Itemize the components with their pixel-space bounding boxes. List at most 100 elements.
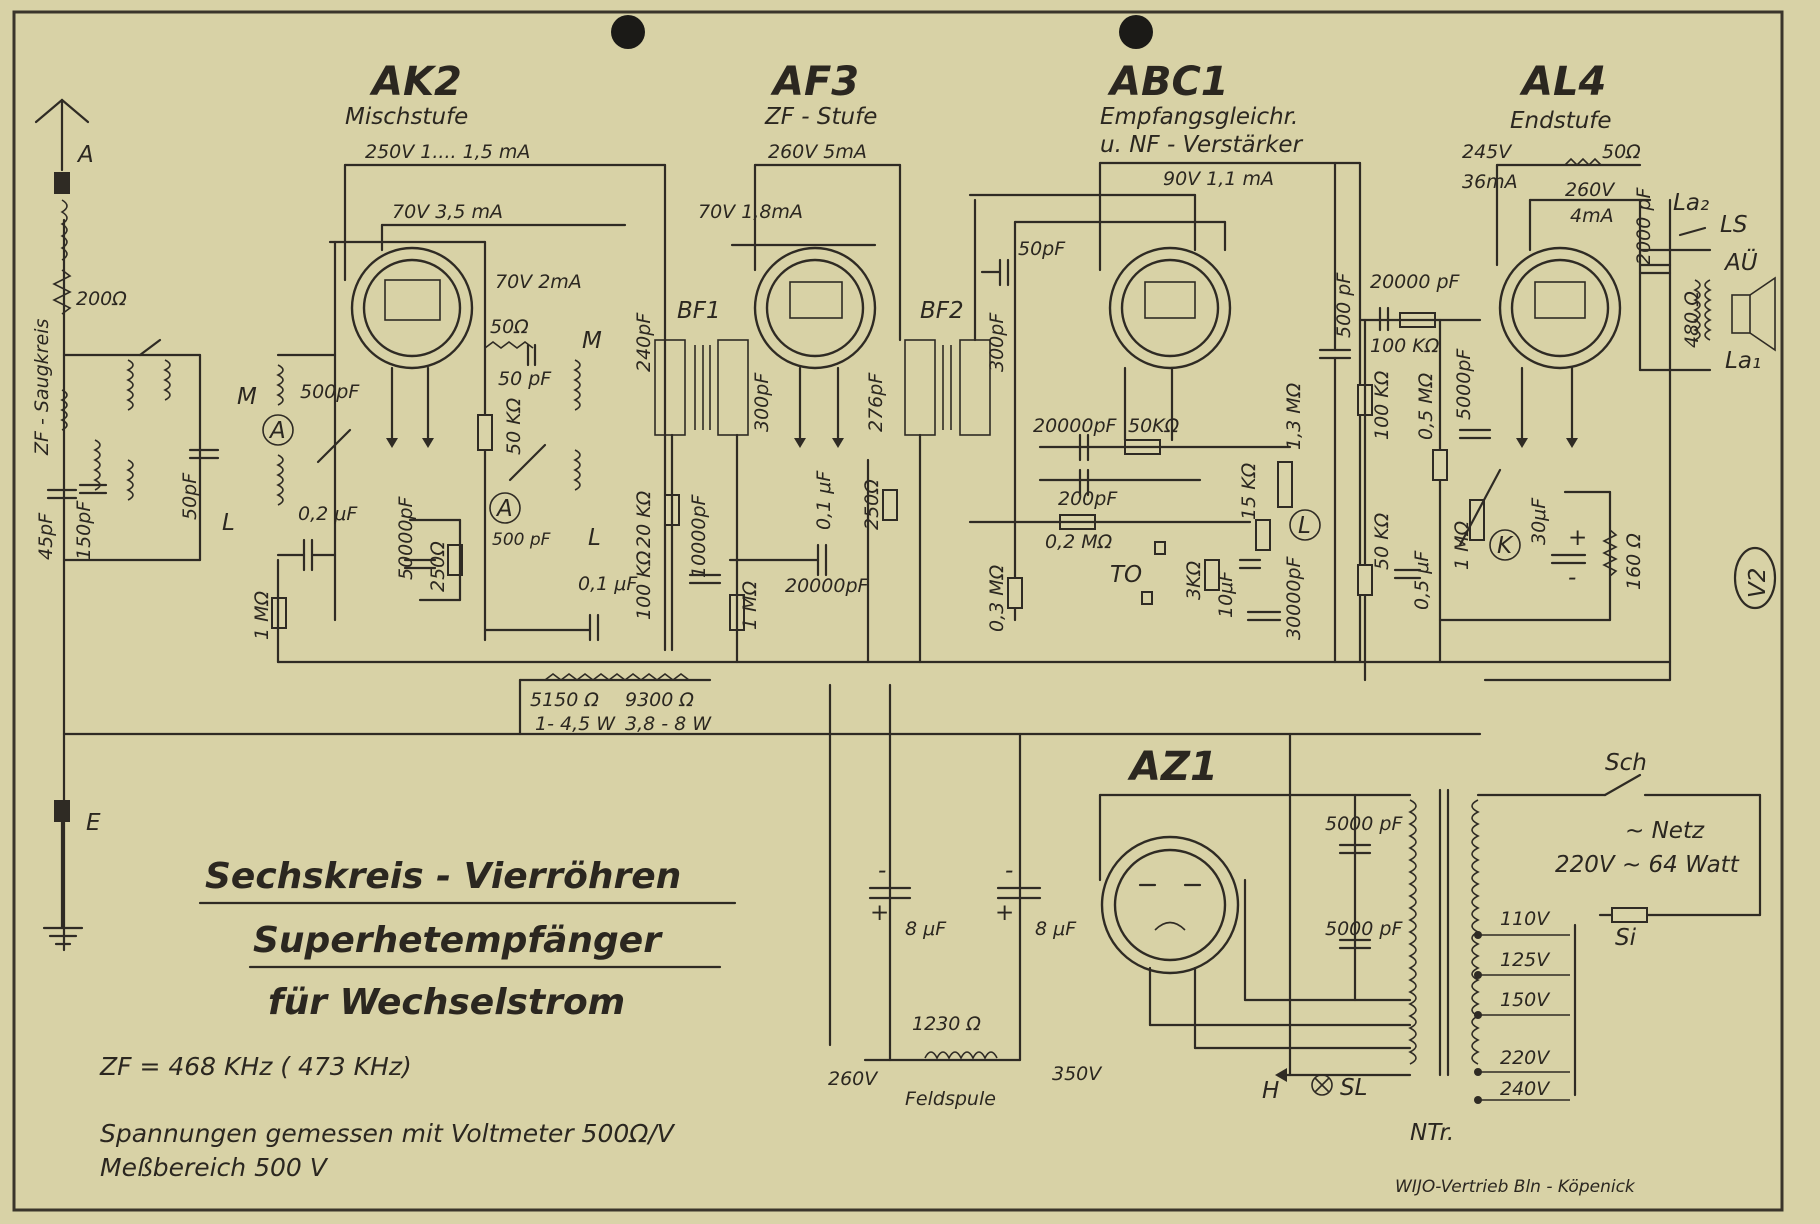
al4-la1-label: La₁ bbox=[1725, 348, 1761, 374]
title-line-1: Sechskreis - Vierröhren bbox=[205, 856, 681, 897]
tube-abc1: ABC1 Empfangsgleichr. u. NF - Verstärker… bbox=[968, 59, 1362, 664]
az1-name: AZ1 bbox=[1127, 744, 1218, 790]
bf1-name: BF1 bbox=[677, 298, 721, 324]
filter-bf1: BF1 240pF 300pF 20 KΩ 100 KΩ 10000pF bbox=[633, 298, 773, 652]
ak2-function: Mischstufe bbox=[345, 104, 468, 130]
bf1-c300-label: 300pF bbox=[751, 372, 773, 432]
zf-note: ZF = 468 KHz ( 473 KHz) bbox=[99, 1052, 412, 1081]
af3-rating: 260V 5mA bbox=[768, 141, 867, 163]
voltage-divider: 5150 Ω 1- 4,5 W 9300 Ω 3,8 - 8 W bbox=[518, 673, 712, 736]
c8-b-label: 8 μF bbox=[1035, 918, 1077, 940]
ak2-r50-label: 50Ω bbox=[490, 316, 529, 338]
al4-c20000-label: 20000 pF bbox=[1370, 271, 1461, 293]
r9300-label: 9300 Ω bbox=[625, 689, 694, 711]
al4-r100kb-label: 100 KΩ bbox=[1371, 370, 1393, 440]
v260-label: 260V bbox=[828, 1068, 879, 1090]
abc1-l-label: L bbox=[1298, 513, 1311, 539]
sch-label: Sch bbox=[1605, 750, 1647, 776]
bus-lines bbox=[62, 198, 1672, 952]
sl-label: SL bbox=[1340, 1075, 1367, 1101]
al4-minus: - bbox=[1568, 565, 1576, 591]
sheet-border bbox=[12, 10, 1784, 1212]
c50-antenna-label: 50pF bbox=[179, 472, 201, 520]
ak2-screen: 70V 3,5 mA bbox=[392, 201, 503, 223]
ak2-a-label: A bbox=[268, 418, 286, 444]
tap-150-label: 150V bbox=[1500, 989, 1551, 1011]
abc1-r02m-label: 0,2 MΩ bbox=[1045, 531, 1113, 553]
field-coil-label: Feldspule bbox=[905, 1088, 996, 1110]
voltage-note-2: Meßbereich 500 V bbox=[100, 1153, 329, 1182]
al4-r1m-label: 1 MΩ bbox=[1451, 520, 1473, 570]
abc1-to-label: TO bbox=[1110, 562, 1142, 588]
r9300-watt-label: 3,8 - 8 W bbox=[625, 713, 712, 735]
ntr-label: NTr. bbox=[1410, 1120, 1454, 1146]
af3-c20000-label: 20000pF bbox=[785, 575, 870, 597]
c150-label: 150pF bbox=[73, 500, 95, 560]
al4-plus: + bbox=[1568, 525, 1587, 551]
abc1-c10-label: 10μF bbox=[1215, 570, 1237, 618]
al4-current: 36mA bbox=[1462, 171, 1518, 193]
al4-function: Endstufe bbox=[1510, 108, 1612, 134]
ak2-a2-label: A bbox=[495, 496, 513, 522]
voltage-note-1: Spannungen gemessen mit Voltmeter 500Ω/V bbox=[100, 1119, 676, 1148]
abc1-r03m-label: 0,3 MΩ bbox=[986, 564, 1008, 632]
al4-rating: 245V bbox=[1462, 141, 1513, 163]
power-supply: + - 8 μF + - 8 μF 1230 Ω Feldspule 260V … bbox=[828, 683, 1762, 1146]
abc1-r50k-label: 50KΩ bbox=[1128, 415, 1180, 437]
al4-au-label: AÜ bbox=[1723, 248, 1758, 276]
al4-r480-label: 480 Ω bbox=[1681, 291, 1703, 348]
af3-c01-label: 0,1 μF bbox=[813, 470, 835, 530]
zf-saugkreis-label: ZF - Saugkreis bbox=[31, 319, 53, 456]
abc1-r3k-label: 3KΩ bbox=[1183, 560, 1205, 600]
title-line-3: für Wechselstrom bbox=[268, 982, 625, 1023]
ak2-c01-label: 0,1 μF bbox=[578, 573, 638, 595]
r5150-watt-label: 1- 4,5 W bbox=[535, 713, 616, 735]
bf2-c276-label: 276pF bbox=[865, 372, 887, 432]
ak2-c02-label: 0,2 μF bbox=[298, 503, 358, 525]
al4-ls-label: LS bbox=[1720, 212, 1747, 238]
al4-c2000-label: 2000 pF bbox=[1633, 187, 1655, 265]
si-label: Si bbox=[1615, 925, 1637, 951]
af3-r250-label: 250Ω bbox=[861, 479, 883, 530]
sheet-number: V2 bbox=[1745, 568, 1771, 598]
c8-a-minus: - bbox=[878, 858, 886, 884]
af3-r1m-label: 1 MΩ bbox=[739, 580, 761, 630]
ak2-c500-label: 500pF bbox=[300, 381, 360, 403]
abc1-function2: u. NF - Verstärker bbox=[1100, 132, 1304, 158]
abc1-rating: 90V 1,1 mA bbox=[1163, 168, 1274, 190]
tap-125-label: 125V bbox=[1500, 949, 1551, 971]
al4-k-label: K bbox=[1497, 533, 1514, 559]
ak2-c50-label: 50 pF bbox=[498, 368, 552, 390]
ak2-l2-label: L bbox=[588, 525, 601, 551]
ak2-l-label: L bbox=[222, 510, 235, 536]
al4-c05-label: 0,5 μF bbox=[1411, 550, 1433, 610]
title-line-2: Superhetempfänger bbox=[253, 920, 663, 961]
tube-af3: AF3 ZF - Stufe 260V 5mA 70V 1,8mA 0,1 μF… bbox=[698, 59, 902, 664]
c8-b-plus: + bbox=[995, 900, 1014, 926]
al4-r05m-label: 0,5 MΩ bbox=[1415, 372, 1437, 440]
ak2-name: AK2 bbox=[369, 59, 462, 105]
bf1-c10000-label: 10000pF bbox=[688, 493, 710, 578]
al4-c5000-label: 5000pF bbox=[1453, 348, 1475, 420]
abc1-c50-label: 50pF bbox=[1018, 238, 1066, 260]
al4-r50k-label: 50 KΩ bbox=[1371, 512, 1393, 570]
abc1-r15k-label: 15 KΩ bbox=[1238, 462, 1260, 520]
field-resistance-label: 1230 Ω bbox=[912, 1013, 981, 1035]
v350-label: 350V bbox=[1052, 1063, 1103, 1085]
af3-function: ZF - Stufe bbox=[764, 104, 877, 130]
abc1-c20000-label: 20000pF bbox=[1033, 415, 1118, 437]
al4-r100k-label: 100 KΩ bbox=[1370, 335, 1440, 357]
c8-a-plus: + bbox=[870, 900, 889, 926]
abc1-c200-label: 200pF bbox=[1058, 488, 1118, 510]
tap-240-label: 240V bbox=[1500, 1078, 1551, 1100]
abc1-function: Empfangsgleichr. bbox=[1100, 104, 1298, 130]
al4-name: AL4 bbox=[1519, 59, 1606, 105]
bf2-c300-label: 300pF bbox=[986, 312, 1008, 372]
mains-label: 220V ~ 64 Watt bbox=[1555, 852, 1740, 878]
af3-name: AF3 bbox=[770, 59, 859, 105]
al4-screen: 260V bbox=[1565, 179, 1616, 201]
ak2-r1m-label: 1 MΩ bbox=[251, 590, 273, 640]
bf1-c240-label: 240pF bbox=[633, 312, 655, 372]
